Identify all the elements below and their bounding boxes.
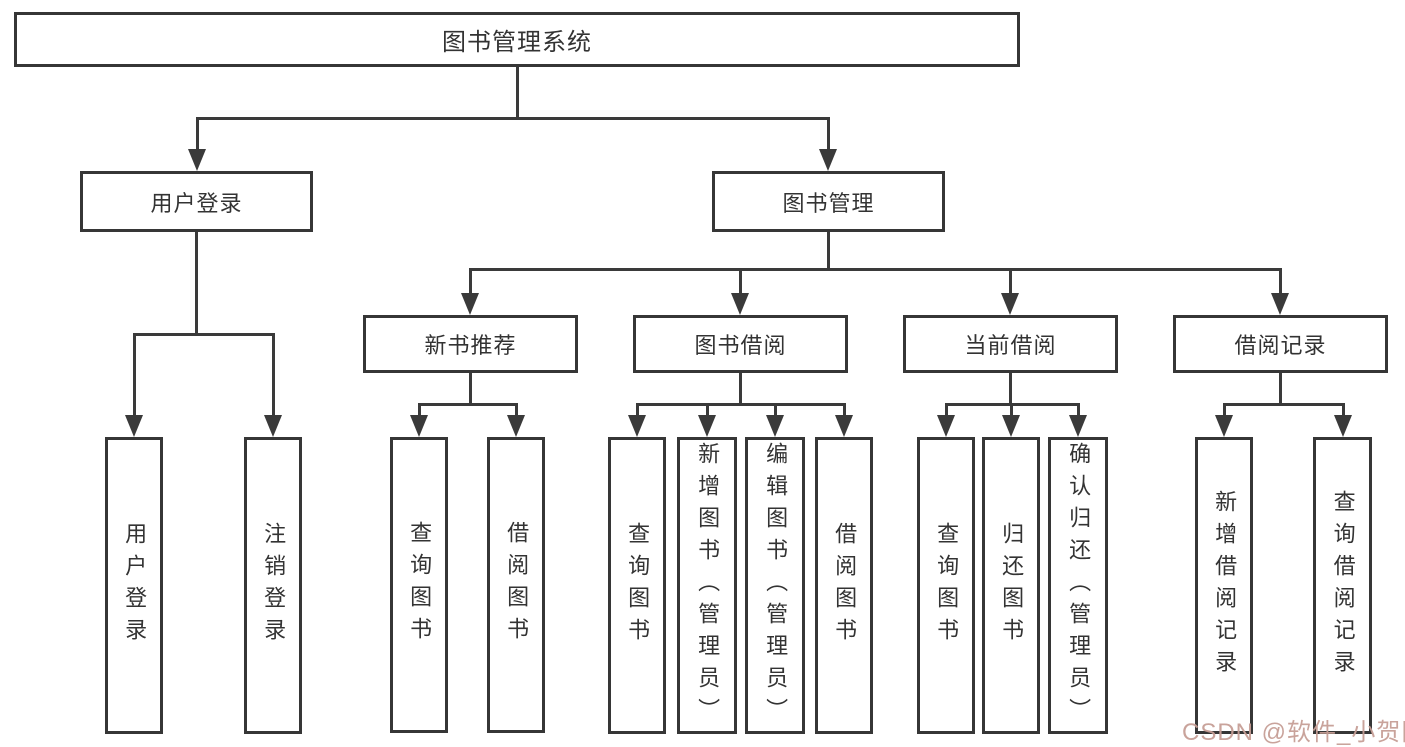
arrow-nb-borrow [507,415,525,437]
connector-drop-br-query [1342,403,1345,417]
node-leaf-logout: 注销登录 [244,437,302,734]
connector-drop-borrow-records [1279,268,1282,295]
connector-drop-cb-confirm [1077,403,1080,417]
node-leaf-confirm-return-admin: 确认归还（管理员） [1048,437,1108,734]
node-label: 借阅图书 [832,521,858,650]
connector-new-book-bar [418,403,518,406]
node-borrow-records: 借阅记录 [1173,315,1388,373]
connector-new-book-stem [469,373,472,406]
connector-drop-login [133,333,136,417]
arrow-nb-query [410,415,428,437]
node-label: 确认归还（管理员） [1066,441,1092,730]
node-leaf-query-books-current: 查询图书 [917,437,975,734]
arrow-current-borrowing [1001,293,1019,315]
arrow-book-borrowing [731,293,749,315]
node-label: 归还图书 [999,521,1025,650]
node-leaf-add-book-admin: 新增图书（管理员） [677,437,737,734]
node-current-borrowing: 当前借阅 [903,315,1118,373]
arrow-cb-confirm [1069,415,1087,437]
node-label: 图书借阅 [694,333,787,358]
node-library-management-system: 图书管理系统 [14,12,1020,67]
node-leaf-borrow-books-recommend: 借阅图书 [487,437,545,733]
connector-drop-book-management [827,117,830,150]
arrow-bb-edit [766,415,784,437]
arrow-cb-return [1002,415,1020,437]
connector-borrowing-bar [636,403,846,406]
node-label: 查询借阅记录 [1330,489,1356,682]
connector-book-management-stem [827,232,830,270]
connector-level2-bar [469,268,1282,271]
connector-current-stem [1009,373,1012,406]
node-label: 借阅图书 [504,521,530,649]
connector-drop-user-login [196,117,199,150]
node-label: 新增借阅记录 [1212,489,1238,682]
node-leaf-query-books-recommend: 查询图书 [390,437,448,733]
connector-drop-new-book-recommend [469,268,472,295]
connector-drop-current-borrowing [1009,268,1012,295]
node-leaf-query-borrow-record: 查询借阅记录 [1313,437,1372,734]
node-label: 当前借阅 [964,333,1057,358]
node-leaf-user-login: 用户登录 [105,437,163,734]
arrow-br-add [1215,415,1233,437]
node-label: 查询图书 [625,521,651,650]
connector-user-login-stem [195,232,198,335]
arrow-bb-borrow [835,415,853,437]
connector-drop-nb-query [418,403,421,417]
connector-records-bar [1223,403,1344,406]
connector-drop-logout [272,333,275,417]
arrow-user-login [188,149,206,171]
node-user-login: 用户登录 [80,171,313,232]
connector-drop-cb-query [945,403,948,417]
arrow-borrow-records [1271,293,1289,315]
node-new-book-recommend: 新书推荐 [363,315,578,373]
connector-user-login-bar [133,333,275,336]
node-label: 新书推荐 [424,333,517,358]
node-label: 用户登录 [150,190,243,216]
node-label: 注销登录 [261,521,287,650]
node-label: 查询图书 [934,521,960,650]
connector-level1-bar [196,117,830,120]
connector-records-stem [1279,373,1282,406]
node-leaf-query-books-borrowing: 查询图书 [608,437,666,734]
node-label: 图书管理 [782,190,875,216]
node-leaf-add-borrow-record: 新增借阅记录 [1195,437,1253,734]
node-label: 用户登录 [122,521,148,650]
connector-drop-bb-query [636,403,639,417]
connector-drop-bb-add [706,403,709,417]
arrow-br-query [1334,415,1352,437]
arrow-logout [264,415,282,437]
arrow-book-management [819,149,837,171]
node-label: 借阅记录 [1234,333,1327,358]
arrow-bb-add [698,415,716,437]
connector-borrowing-stem [739,373,742,406]
node-leaf-return-books: 归还图书 [982,437,1040,734]
arrow-login [125,415,143,437]
node-book-management: 图书管理 [712,171,945,232]
connector-drop-bb-borrow [843,403,846,417]
node-leaf-edit-book-admin: 编辑图书（管理员） [745,437,805,734]
arrow-bb-query [628,415,646,437]
connector-drop-cb-return [1010,403,1013,417]
csdn-watermark: CSDN @软件_小贺同学 [1182,719,1405,746]
arrow-cb-query [937,415,955,437]
node-label: 编辑图书（管理员） [763,441,789,730]
node-book-borrowing: 图书借阅 [633,315,848,373]
connector-root-stem [516,67,519,118]
arrow-new-book-recommend [461,293,479,315]
node-label: 查询图书 [407,521,433,649]
connector-drop-nb-borrow [515,403,518,417]
connector-drop-bb-edit [774,403,777,417]
node-label: 图书管理系统 [442,29,592,56]
connector-drop-book-borrowing [739,268,742,295]
node-leaf-borrow-books: 借阅图书 [815,437,873,734]
node-label: 新增图书（管理员） [695,441,721,730]
connector-drop-br-add [1223,403,1226,417]
